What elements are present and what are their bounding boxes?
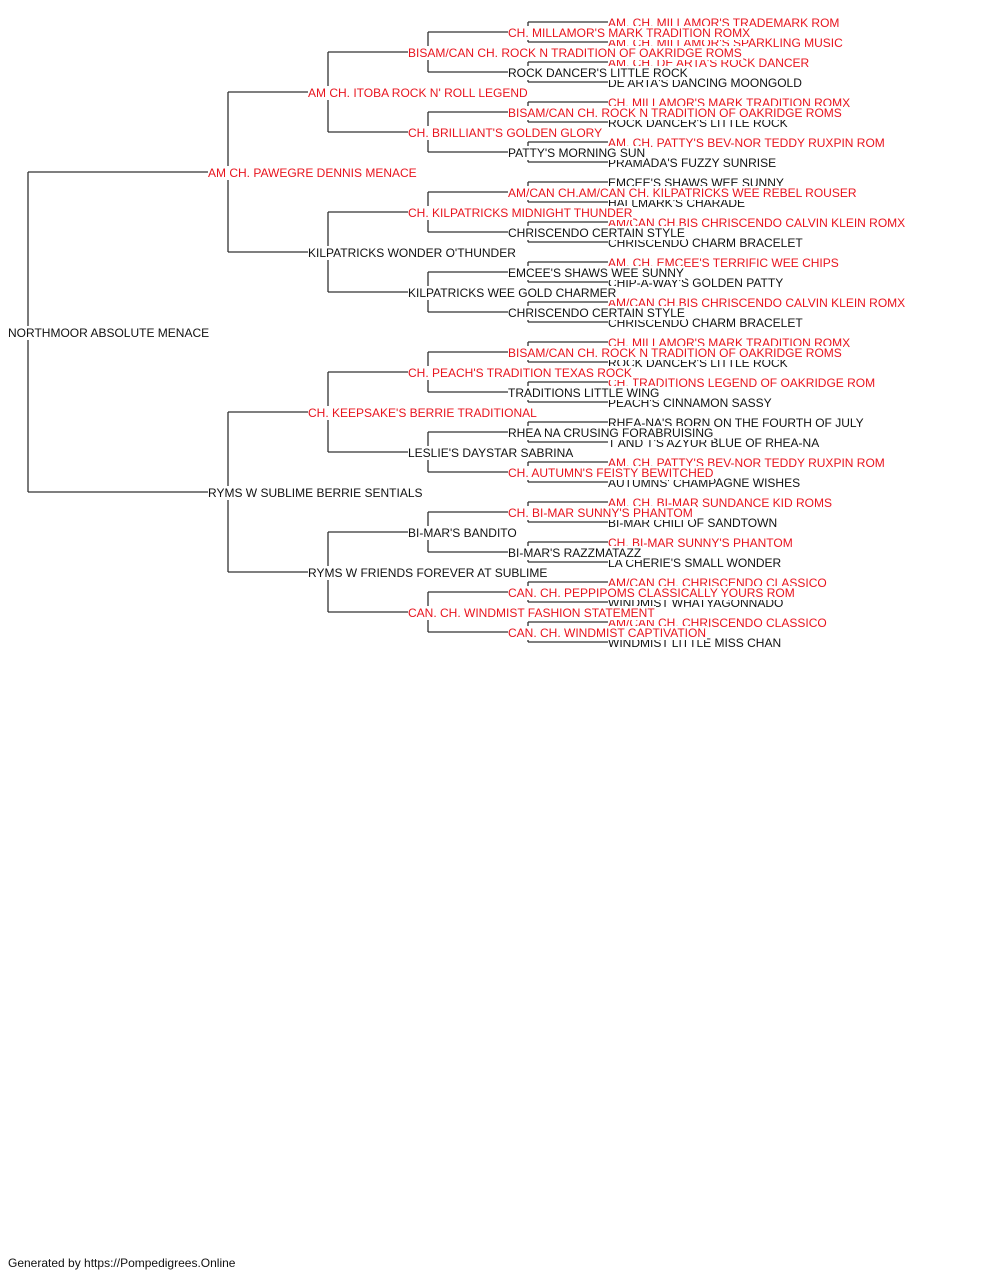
pedigree-node-gen4: CH. BI-MAR SUNNY'S PHANTOM	[508, 506, 694, 520]
pedigree-node-gen3: CH. BRILLIANT'S GOLDEN GLORY	[408, 126, 604, 140]
pedigree-node-gen5: PRAMADA'S FUZZY SUNRISE	[608, 156, 778, 170]
pedigree-node-gen4: CAN. CH. WINDMIST CAPTIVATION	[508, 626, 708, 640]
pedigree-node-gen3: CH. PEACH'S TRADITION TEXAS ROCK	[408, 366, 633, 380]
pedigree-node-gen2: RYMS W FRIENDS FOREVER AT SUBLIME	[308, 566, 549, 580]
pedigree-node-gen5: AM. CH. PATTY'S BEV-NOR TEDDY RUXPIN ROM	[608, 136, 886, 150]
pedigree-node-gen4: CAN. CH. PEPPIPOMS CLASSICALLY YOURS ROM	[508, 586, 796, 600]
pedigree-node-gen4: CHRISCENDO CERTAIN STYLE	[508, 226, 686, 240]
footer-credit: Generated by https://Pompedigrees.Online	[8, 1256, 236, 1270]
pedigree-node-gen2: CH. KEEPSAKE'S BERRIE TRADITIONAL	[308, 406, 538, 420]
pedigree-node-gen1: RYMS W SUBLIME BERRIE SENTIALS	[208, 486, 424, 500]
pedigree-node-gen4: TRADITIONS LITTLE WING	[508, 386, 661, 400]
pedigree-node-gen4: BISAM/CAN CH. ROCK N TRADITION OF OAKRID…	[508, 106, 843, 120]
pedigree-node-gen2: KILPATRICKS WONDER O'THUNDER	[308, 246, 517, 260]
pedigree-node-gen3: CH. KILPATRICKS MIDNIGHT THUNDER	[408, 206, 634, 220]
pedigree-node-gen4: CHRISCENDO CERTAIN STYLE	[508, 306, 686, 320]
pedigree-node-gen2: AM CH. ITOBA ROCK N' ROLL LEGEND	[308, 86, 529, 100]
pedigree-node-gen4: PATTY'S MORNING SUN	[508, 146, 647, 160]
pedigree-node-gen4: AM/CAN CH.AM/CAN CH. KILPATRICKS WEE REB…	[508, 186, 858, 200]
pedigree-node-gen4: CH. AUTUMN'S FEISTY BEWITCHED	[508, 466, 715, 480]
pedigree-node-gen4: EMCEE'S SHAWS WEE SUNNY	[508, 266, 685, 280]
pedigree-node-gen5: LA CHERIE'S SMALL WONDER	[608, 556, 783, 570]
pedigree-node-gen3: BI-MAR'S BANDITO	[408, 526, 518, 540]
pedigree-node-gen4: BI-MAR'S RAZZMATAZZ	[508, 546, 643, 560]
pedigree-node-gen3: BISAM/CAN CH. ROCK N TRADITION OF OAKRID…	[408, 46, 743, 60]
pedigree-node-gen0: NORTHMOOR ABSOLUTE MENACE	[8, 326, 211, 340]
pedigree-node-gen5: CH. BI-MAR SUNNY'S PHANTOM	[608, 536, 794, 550]
pedigree-node-gen4: CH. MILLAMOR'S MARK TRADITION ROMX	[508, 26, 752, 40]
pedigree-node-gen3: KILPATRICKS WEE GOLD CHARMER	[408, 286, 618, 300]
pedigree-node-gen4: RHEA NA CRUSING FORABRUISING	[508, 426, 715, 440]
pedigree-node-gen3: CAN. CH. WINDMIST FASHION STATEMENT	[408, 606, 656, 620]
pedigree-node-gen5: CH. TRADITIONS LEGEND OF OAKRIDGE ROM	[608, 376, 877, 390]
pedigree-node-gen4: ROCK DANCER'S LITTLE ROCK	[508, 66, 689, 80]
pedigree-node-gen1: AM CH. PAWEGRE DENNIS MENACE	[208, 166, 418, 180]
pedigree-node-gen4: BISAM/CAN CH. ROCK N TRADITION OF OAKRID…	[508, 346, 843, 360]
pedigree-node-gen3: LESLIE'S DAYSTAR SABRINA	[408, 446, 575, 460]
